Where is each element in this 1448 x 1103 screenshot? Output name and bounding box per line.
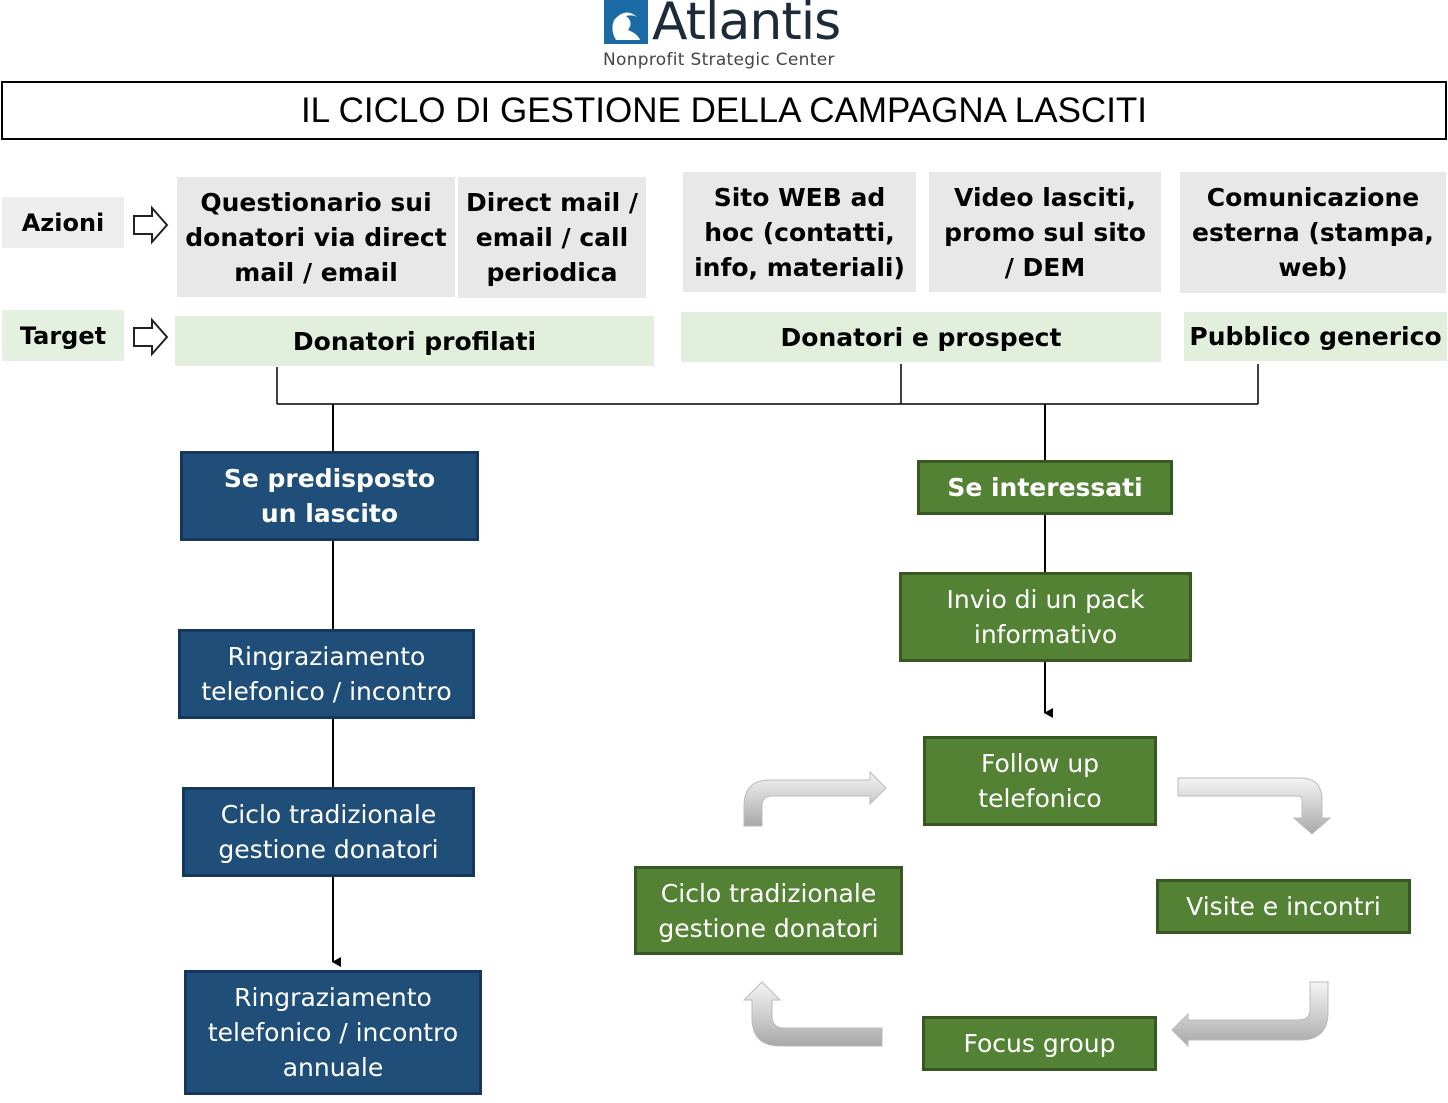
box-follow-up: Follow up telefonico xyxy=(923,736,1157,826)
target-donatori-profilati: Donatori profilati xyxy=(175,316,654,366)
page-title: IL CICLO DI GESTIONE DELLA CAMPAGNA LASC… xyxy=(1,81,1447,140)
action-questionario: Questionario sui donatori via direct mai… xyxy=(177,177,455,297)
cycle-arrow-top-left xyxy=(743,770,887,827)
box-ciclo-tradizionale-left: Ciclo tradizionale gestione donatori xyxy=(182,787,475,877)
box-ciclo-tradizionale-right: Ciclo tradizionale gestione donatori xyxy=(634,866,903,955)
box-ringraziamento-annuale: Ringraziamento telefonico / incontro ann… xyxy=(184,970,482,1095)
logo-wordmark: Atlantis xyxy=(652,0,841,52)
box-ringraziamento-telefonico: Ringraziamento telefonico / incontro xyxy=(178,629,475,719)
cycle-arrow-top-right xyxy=(1177,777,1332,835)
azioni-arrow-icon xyxy=(133,205,169,245)
box-se-predisposto-lascito: Se predisposto un lascito xyxy=(180,451,479,541)
box-invio-pack: Invio di un pack informativo xyxy=(899,572,1192,662)
action-sito-web: Sito WEB ad hoc (contatti, info, materia… xyxy=(683,172,916,292)
target-arrow-icon xyxy=(133,317,169,357)
target-donatori-prospect: Donatori e prospect xyxy=(681,312,1161,362)
cycle-arrow-bottom-left xyxy=(742,981,883,1047)
action-direct-mail: Direct mail / email / call periodica xyxy=(458,177,646,298)
target-label: Target xyxy=(2,310,124,361)
action-video-lasciti: Video lasciti, promo sul sito / DEM xyxy=(929,172,1161,292)
action-comunicazione-esterna: Comunicazione esterna (stampa, web) xyxy=(1180,172,1446,293)
box-se-interessati: Se interessati xyxy=(917,460,1173,515)
logo-tagline: Nonprofit Strategic Center xyxy=(603,50,835,70)
logo-mark-icon xyxy=(604,0,648,44)
box-visite-incontri: Visite e incontri xyxy=(1156,879,1411,934)
azioni-label: Azioni xyxy=(2,197,124,248)
box-focus-group: Focus group xyxy=(922,1016,1157,1071)
targets-bracket xyxy=(276,364,1259,405)
cycle-arrow-bottom-right xyxy=(1171,981,1329,1048)
target-pubblico-generico: Pubblico generico xyxy=(1184,312,1447,361)
